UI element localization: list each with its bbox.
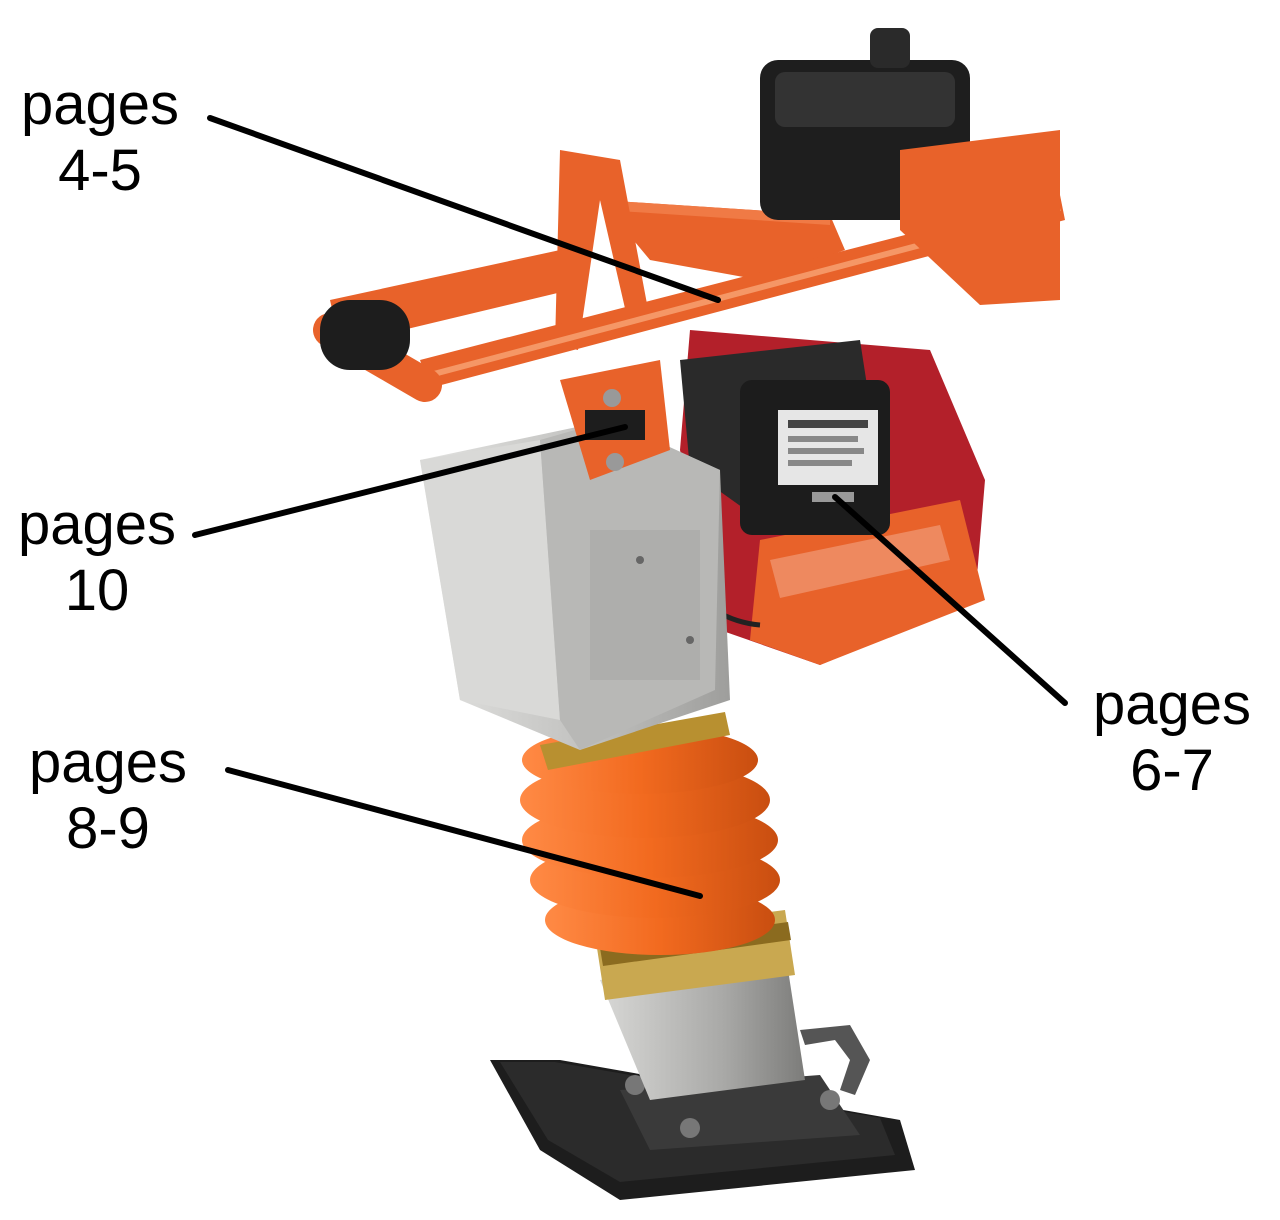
handle-frame (313, 28, 1065, 480)
callout-handle-line2: 4-5 (58, 138, 142, 203)
leader-line-handle (207, 115, 721, 303)
callout-engine: pages 6-7 (1057, 672, 1280, 804)
callout-engine-line1: pages (1092, 672, 1252, 737)
leader-lines (192, 115, 1068, 899)
rubber-bellows (520, 712, 780, 955)
leader-line-bellows (225, 767, 703, 899)
callout-bellows-line2: 8-9 (66, 796, 150, 861)
callout-gearbox-line1: pages (17, 492, 177, 557)
callout-handle: pages 4-5 (0, 72, 215, 204)
callout-gearbox: pages 10 (0, 492, 212, 624)
callout-bellows: pages 8-9 (0, 730, 223, 862)
callout-engine-line2: 6-7 (1130, 738, 1214, 803)
callout-bellows-line1: pages (28, 730, 188, 795)
callout-handle-line1: pages (20, 72, 180, 137)
leader-line-gearbox (192, 424, 628, 538)
callout-gearbox-line2: 10 (64, 558, 130, 623)
gearbox-housing (420, 420, 730, 750)
leader-line-engine (832, 494, 1068, 706)
